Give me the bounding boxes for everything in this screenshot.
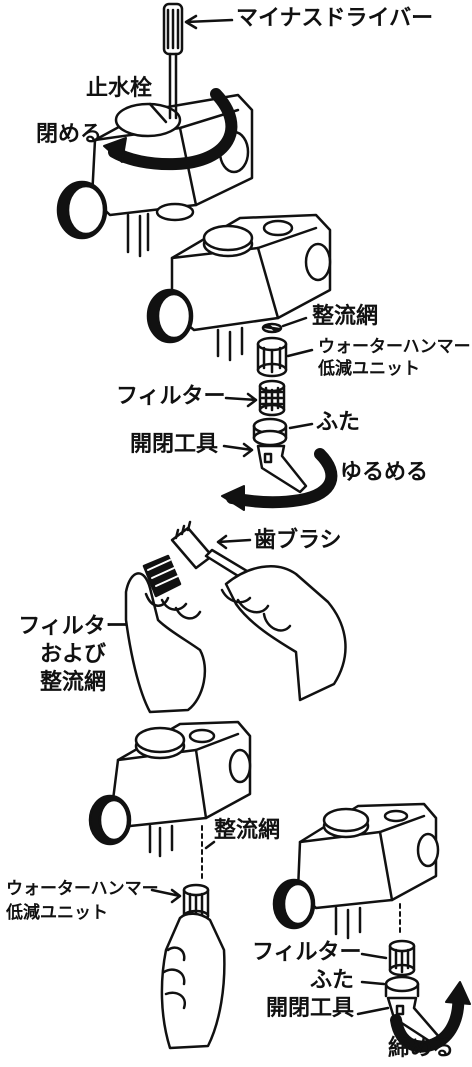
tighten-rotation-arrow xyxy=(390,988,465,1053)
arrow-pointer-filter-step4 xyxy=(360,952,388,960)
left-hand-step3 xyxy=(124,572,207,714)
valve-body-step2 xyxy=(146,213,332,362)
hammer-unit-step2 xyxy=(256,336,288,378)
arrow-pointer-unit-step4 xyxy=(150,888,182,904)
arrow-pointer-toothbrush xyxy=(216,534,252,550)
close-rotation-arrow xyxy=(108,88,238,171)
close-label: 閉める xyxy=(36,122,103,147)
strainer-mesh-label-step4: 整流網 xyxy=(214,818,281,843)
cap-tool-step4 xyxy=(384,975,442,1046)
arrow-pointer-tool xyxy=(222,442,254,458)
filter-and-mesh-label-line3: 整流網 xyxy=(39,670,106,695)
valve-body-step1 xyxy=(56,93,254,258)
loosen-label: ゆるめる xyxy=(340,460,429,485)
filter-label: フィルター xyxy=(116,384,226,409)
cap-step2 xyxy=(252,417,288,447)
hand-step4 xyxy=(160,912,226,1050)
screwdriver-icon xyxy=(162,2,184,120)
arrow-pointer-mesh xyxy=(281,316,308,328)
stop-valve-label: 止水栓 xyxy=(86,76,153,101)
filter-step2 xyxy=(258,379,286,417)
filter-and-mesh-label-line1: フィルター xyxy=(18,614,128,639)
hammer-unit-label-step4-line1: ウォーターハンマー xyxy=(6,879,159,899)
toothbrush-label: 歯ブラシ xyxy=(254,528,342,553)
arrow-pointer-stop-valve xyxy=(148,102,168,124)
valve-body-step4b xyxy=(272,802,440,940)
screwdriver-label: マイナスドライバー xyxy=(236,6,434,31)
cap-label-step4: ふた xyxy=(310,968,355,993)
filter-label-step4: フィルター xyxy=(252,940,362,965)
arrow-pointer-cap-step4 xyxy=(360,980,386,986)
filter-step4 xyxy=(388,939,416,977)
filter-held xyxy=(142,554,182,598)
hammer-unit-label-step4-line2: 低減ユニット xyxy=(6,903,108,923)
strainer-mesh-step2 xyxy=(261,322,283,334)
tool-step2 xyxy=(256,444,308,494)
hammer-unit-label-line2: 低減ユニット xyxy=(318,359,420,379)
arrow-pointer-filter xyxy=(224,392,258,408)
arrow-pointer-cap xyxy=(288,422,314,430)
tighten-label: 締める xyxy=(388,1036,455,1061)
strainer-mesh-label: 整流網 xyxy=(312,304,379,329)
filter-and-mesh-label-line2: および xyxy=(39,642,106,667)
tool-label-step4: 開閉工具 xyxy=(266,996,355,1021)
right-hand-step3 xyxy=(220,565,347,702)
cap-label: ふた xyxy=(316,410,361,435)
arrow-pointer-screwdriver xyxy=(184,14,234,30)
arrow-pointer-mesh-step4 xyxy=(204,840,216,850)
arrow-pointer-unit xyxy=(286,348,314,358)
hammer-unit-label-line1: ウォーターハンマー xyxy=(318,337,471,357)
arrow-pointer-tool-step4 xyxy=(356,1006,390,1016)
valve-body-step4a xyxy=(88,720,252,858)
loosen-rotation-arrow xyxy=(226,448,338,509)
tool-label: 開閉工具 xyxy=(130,432,219,457)
